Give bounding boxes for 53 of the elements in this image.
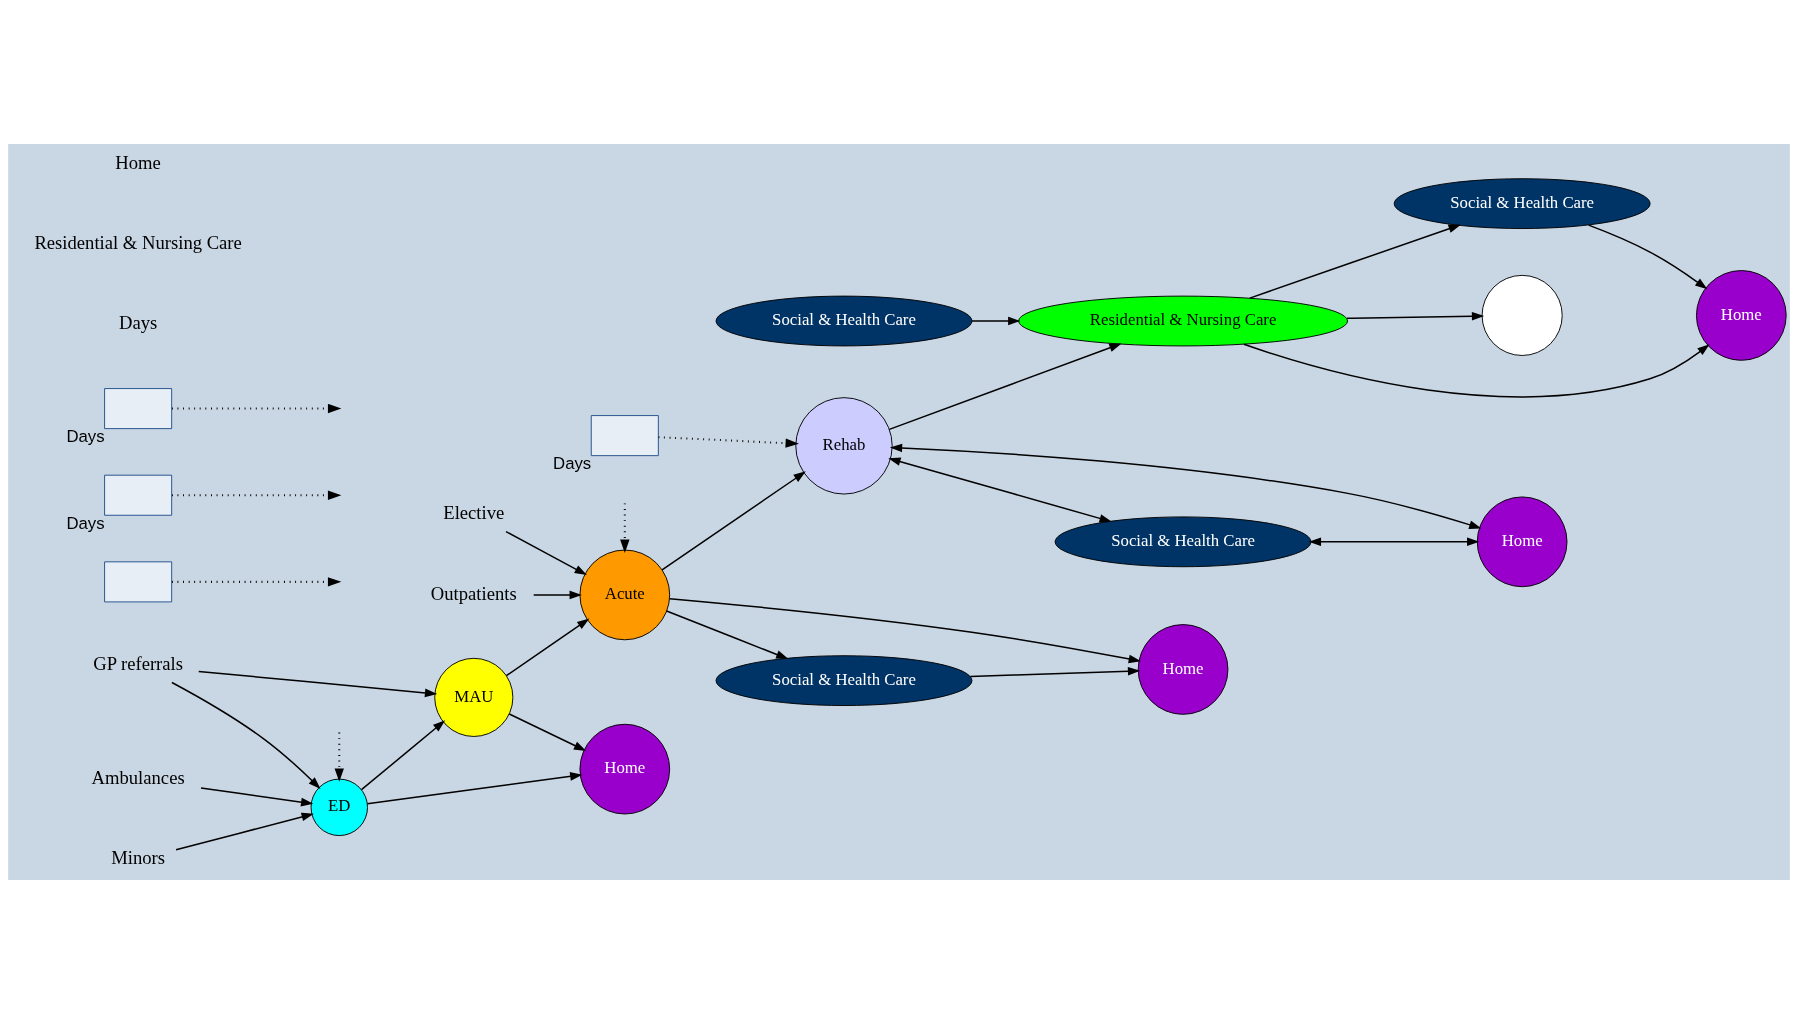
- arrow: [200, 787, 314, 807]
- arrow: [505, 618, 590, 677]
- node-text: Minors: [111, 847, 166, 869]
- node-label: Days: [66, 427, 105, 447]
- node-chart: [104, 388, 173, 430]
- arrow: [360, 720, 446, 791]
- node-circle: Home: [579, 723, 671, 815]
- node-circle: Home: [1476, 496, 1568, 588]
- node-chart: [104, 561, 173, 603]
- node-chart: [104, 474, 173, 516]
- arrow: [508, 713, 587, 752]
- label: Home: [115, 152, 161, 174]
- arrow: [665, 610, 789, 660]
- label: Residential & Nursing Care: [34, 232, 242, 254]
- node-circle: Acute: [579, 549, 671, 641]
- node-ellipse: Social & Health Care: [715, 655, 973, 706]
- node-text: Outpatients: [430, 582, 517, 604]
- arrow: [171, 681, 321, 789]
- arrow: [171, 403, 342, 414]
- node-ellipse: Social & Health Care: [715, 295, 973, 347]
- arrow: [658, 436, 799, 448]
- arrow: [532, 590, 582, 600]
- arrow: [889, 443, 1482, 529]
- arrow: [1346, 311, 1485, 321]
- node-circle: Home: [1137, 624, 1229, 715]
- arrow: [1249, 224, 1461, 299]
- node-chart: [590, 415, 659, 457]
- arrow: [171, 577, 342, 587]
- arrow: [198, 670, 438, 698]
- node-label: Days: [66, 513, 105, 533]
- arrow: [171, 490, 342, 500]
- arrow: [888, 343, 1122, 431]
- arrow: [334, 732, 344, 782]
- node-ellipse: Social & Health Care: [1393, 178, 1651, 229]
- arrow: [969, 666, 1141, 678]
- arrow: [1308, 537, 1480, 547]
- node-ellipse: Residential & Nursing Care: [1018, 295, 1348, 347]
- arrow: [888, 457, 1112, 523]
- node-text: Ambulances: [91, 767, 185, 789]
- arrow: [1243, 343, 1710, 398]
- node-circle: [1481, 274, 1563, 356]
- arrow: [175, 812, 314, 851]
- arrow: [1587, 224, 1708, 290]
- node-text: Elective: [443, 502, 505, 524]
- arrow: [505, 530, 587, 576]
- node-label: Days: [553, 454, 592, 474]
- arrow: [661, 471, 806, 571]
- arrow: [620, 503, 630, 553]
- arrow: [971, 316, 1021, 326]
- arrow: [668, 597, 1141, 664]
- node-text: GP referrals: [93, 653, 184, 675]
- label: Days: [118, 312, 158, 334]
- arrow: [366, 772, 583, 805]
